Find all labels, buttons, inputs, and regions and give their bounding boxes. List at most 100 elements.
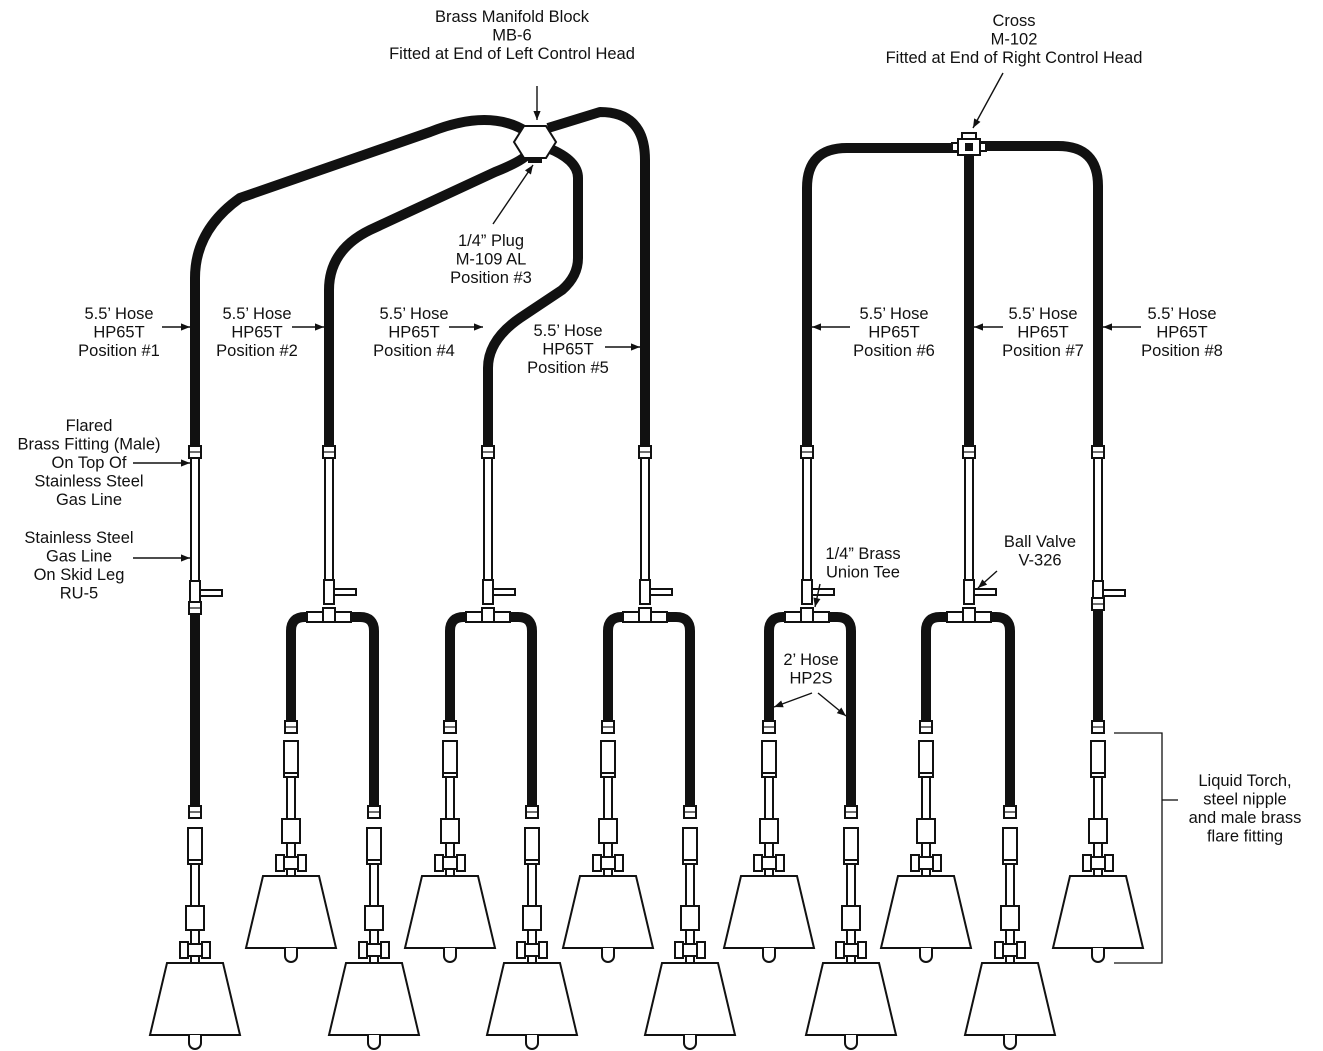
branch-hose-right-4 bbox=[827, 612, 856, 812]
cross-icon bbox=[965, 143, 973, 151]
torch-bracket bbox=[1114, 732, 1163, 964]
arrow-head bbox=[1103, 323, 1112, 331]
arrow-head bbox=[774, 700, 784, 708]
label-line: HP2S bbox=[789, 670, 832, 688]
arrow-head bbox=[836, 707, 846, 716]
union-tee-icon bbox=[622, 607, 668, 623]
liquid-torch-icon bbox=[964, 827, 1056, 1050]
hose-position-5 bbox=[546, 107, 650, 448]
label-line: 1/4” Brass bbox=[825, 545, 900, 563]
label-line: Ball Valve bbox=[1004, 533, 1076, 551]
liquid-torch-icon bbox=[880, 740, 972, 963]
flare-fitting-icon bbox=[188, 445, 202, 459]
steel-gas-line bbox=[802, 457, 812, 589]
flare-fitting-icon bbox=[962, 445, 976, 459]
flare-fitting-icon bbox=[1091, 597, 1105, 611]
flare-fitting-icon bbox=[188, 805, 202, 819]
arrow-plug bbox=[492, 164, 534, 225]
callout-arrows bbox=[133, 72, 1178, 964]
label-line: On Top Of bbox=[52, 454, 127, 472]
label-line: flare fitting bbox=[1207, 828, 1283, 846]
flare-fitting-icon bbox=[322, 445, 336, 459]
label-line: On Skid Leg bbox=[34, 566, 125, 584]
arrow-head bbox=[181, 554, 190, 562]
flare-fitting-icon bbox=[525, 805, 539, 819]
hose-position-8 bbox=[980, 141, 1103, 448]
label-line: and male brass bbox=[1189, 809, 1302, 827]
label-line: HP65T bbox=[542, 341, 593, 359]
flare-fitting-icon bbox=[800, 445, 814, 459]
arrow-cross bbox=[972, 72, 1004, 129]
branch-hose-left-1 bbox=[286, 612, 310, 725]
label-line: 5.5’ Hose bbox=[1008, 305, 1077, 323]
flare-fitting-icon bbox=[284, 720, 298, 734]
hose-position-1 bbox=[190, 115, 530, 448]
arrow-head bbox=[978, 579, 988, 588]
label-line: Position #8 bbox=[1141, 342, 1223, 360]
flare-fitting-icon bbox=[188, 601, 202, 615]
label-line: Position #4 bbox=[373, 342, 455, 360]
flare-fitting-icon bbox=[1091, 720, 1105, 734]
steel-gas-line bbox=[483, 457, 493, 589]
liquid-torch-icon bbox=[644, 827, 736, 1050]
arrow-head bbox=[813, 597, 821, 607]
branch-hose-left-4 bbox=[764, 612, 788, 725]
arrow-head bbox=[812, 323, 821, 331]
flare-fitting-icon bbox=[481, 445, 495, 459]
flare-fitting-icon bbox=[1091, 445, 1105, 459]
flare-fitting-icon bbox=[1003, 805, 1017, 819]
label-line: MB-6 bbox=[492, 27, 531, 45]
liquid-torch-icon bbox=[562, 740, 654, 963]
arrow-head bbox=[524, 165, 533, 175]
label-line: HP65T bbox=[93, 324, 144, 342]
branch-hose-right-2 bbox=[508, 612, 537, 812]
liquid-torch-icon bbox=[404, 740, 496, 963]
label-line: Position #2 bbox=[216, 342, 298, 360]
ball-valve-icon bbox=[963, 579, 997, 605]
label-line: RU-5 bbox=[60, 585, 99, 603]
label-line: 2’ Hose bbox=[783, 651, 838, 669]
branch-hose-left-3 bbox=[603, 612, 627, 725]
union-tee-icon bbox=[465, 607, 511, 623]
cross-icon bbox=[951, 142, 959, 152]
label-line: Position #7 bbox=[1002, 342, 1084, 360]
label-line: HP65T bbox=[1017, 324, 1068, 342]
steel-gas-line bbox=[324, 457, 334, 589]
label-line: M-102 bbox=[991, 31, 1038, 49]
branch-hose-left-5 bbox=[921, 612, 949, 725]
label-line: Flared bbox=[66, 417, 113, 435]
label-line: M-109 AL bbox=[456, 251, 527, 269]
label-line: Union Tee bbox=[826, 564, 900, 582]
label-line: HP65T bbox=[868, 324, 919, 342]
label-line: steel nipple bbox=[1203, 791, 1286, 809]
union-tee-icon bbox=[946, 607, 992, 623]
arrow-head bbox=[315, 323, 324, 331]
label-line: 1/4” Plug bbox=[458, 232, 524, 250]
label-line: Position #5 bbox=[527, 359, 609, 377]
label-line: Liquid Torch, bbox=[1198, 772, 1291, 790]
label-line: V-326 bbox=[1018, 552, 1061, 570]
liquid-torch-icon bbox=[486, 827, 578, 1050]
flare-fitting-icon bbox=[367, 805, 381, 819]
branch-hose-left-2 bbox=[445, 612, 469, 725]
label-line: 5.5’ Hose bbox=[859, 305, 928, 323]
ball-valve-icon bbox=[639, 579, 673, 605]
flare-fitting-icon bbox=[844, 805, 858, 819]
manifold-block-icon bbox=[512, 125, 558, 159]
plug-icon bbox=[528, 158, 542, 163]
label-line: 5.5’ Hose bbox=[533, 322, 602, 340]
steel-gas-line bbox=[964, 457, 974, 589]
fittings-and-torches bbox=[149, 125, 1144, 1050]
label-line: Brass Fitting (Male) bbox=[17, 436, 160, 454]
